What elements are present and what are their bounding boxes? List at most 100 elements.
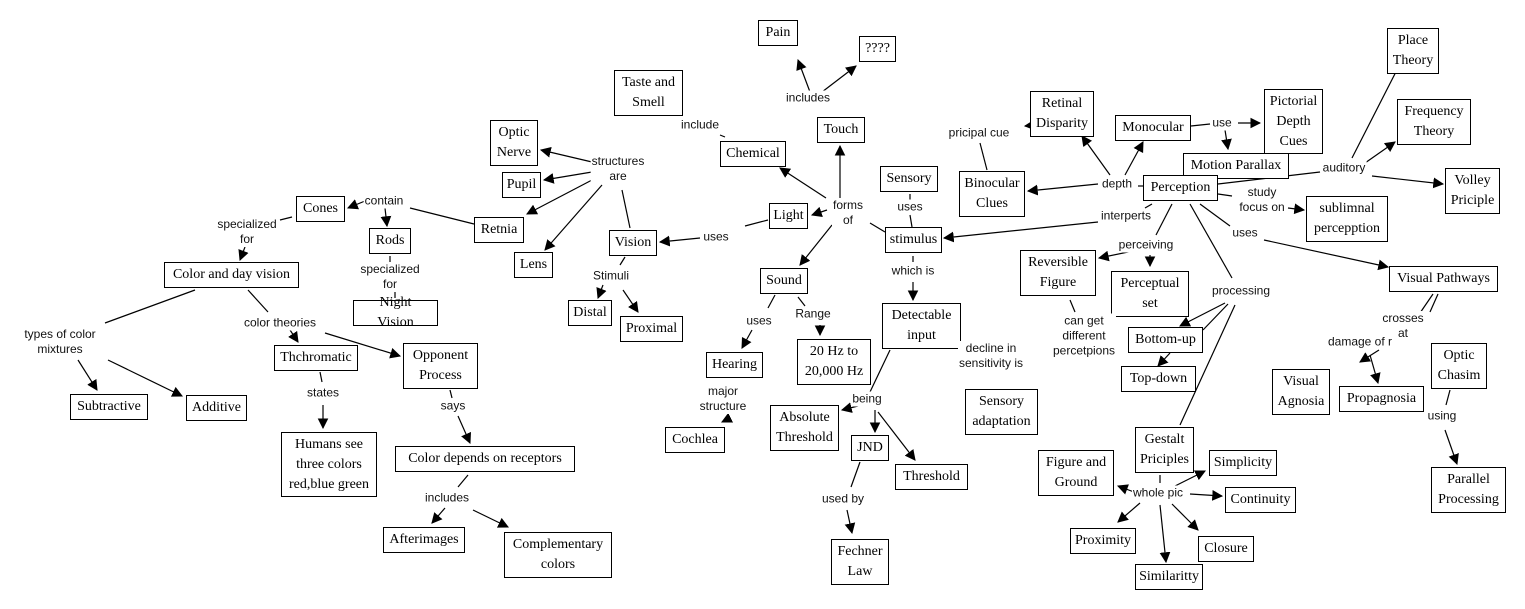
- connector-arrow: [1159, 504, 1171, 564]
- connector-arrow: [741, 329, 753, 349]
- connector-line: [1144, 203, 1153, 209]
- node-afterimages[interactable]: Afterimages: [383, 527, 465, 553]
- connector-arrow: [596, 284, 607, 300]
- link-label-processing: processing: [1210, 283, 1272, 299]
- connector-line: [869, 349, 891, 393]
- node-unknown[interactable]: ????: [859, 36, 896, 62]
- node-optic-chiasm[interactable]: Optic Chasim: [1431, 343, 1487, 389]
- node-continuity[interactable]: Continuity: [1225, 487, 1296, 513]
- link-label-which-is: which is: [890, 263, 936, 279]
- node-top-down[interactable]: Top-down: [1121, 366, 1196, 392]
- node-trichromatic[interactable]: Thchromatic: [274, 345, 358, 371]
- node-fechner-law[interactable]: Fechner Law: [831, 539, 889, 585]
- link-label-says: says: [439, 398, 467, 414]
- node-hearing[interactable]: Hearing: [706, 352, 763, 378]
- node-stimulus[interactable]: stimulus: [885, 227, 942, 253]
- node-distal[interactable]: Distal: [568, 300, 612, 326]
- node-retina[interactable]: Retnia: [474, 217, 524, 243]
- node-pain[interactable]: Pain: [758, 20, 798, 46]
- node-opponent-process[interactable]: Opponent Process: [403, 343, 478, 389]
- connector-line: [457, 474, 469, 488]
- node-gestalt-principles[interactable]: Gestalt Priciples: [1135, 427, 1194, 473]
- node-reversible-figure[interactable]: Reversible Figure: [1020, 250, 1096, 296]
- node-monocular[interactable]: Monocular: [1115, 115, 1191, 141]
- node-volley-principle[interactable]: Volley Priciple: [1445, 168, 1500, 214]
- connector-arrow: [472, 509, 509, 528]
- node-detectable-input[interactable]: Detectable input: [882, 303, 961, 349]
- node-sensory-adaptation[interactable]: Sensory adaptation: [965, 389, 1038, 435]
- connector-line: [104, 289, 196, 324]
- node-pupil[interactable]: Pupil: [502, 172, 541, 198]
- node-figure-ground[interactable]: Figure and Ground: [1038, 450, 1114, 496]
- node-visual-pathways[interactable]: Visual Pathways: [1389, 266, 1498, 292]
- connector-line: [279, 216, 293, 221]
- node-bottom-up[interactable]: Bottom-up: [1128, 327, 1203, 353]
- link-label-crosses-at: crosses at: [1381, 311, 1425, 341]
- link-label-using: using: [1426, 408, 1458, 424]
- connector-arrow: [380, 207, 392, 228]
- node-cochlea[interactable]: Cochlea: [665, 427, 725, 453]
- connector-arrow: [1171, 503, 1199, 531]
- node-perception[interactable]: Perception: [1143, 175, 1218, 201]
- link-label-forms-of: forms of: [832, 198, 864, 228]
- link-label-depth: depth: [1100, 176, 1134, 192]
- node-chemical[interactable]: Chemical: [720, 141, 786, 167]
- node-threshold[interactable]: Threshold: [895, 464, 968, 490]
- node-cones[interactable]: Cones: [296, 196, 345, 222]
- link-label-uses-perception: uses: [1231, 225, 1259, 241]
- node-place-theory[interactable]: Place Theory: [1387, 28, 1439, 74]
- node-propagnosia[interactable]: Propagnosia: [1339, 386, 1424, 412]
- node-optic-nerve[interactable]: Optic Nerve: [490, 120, 538, 166]
- connector-line: [1179, 304, 1236, 426]
- node-hz-range[interactable]: 20 Hz to 20,000 Hz: [797, 339, 871, 385]
- node-lens[interactable]: Lens: [514, 252, 553, 278]
- connector-arrow: [779, 167, 827, 199]
- node-touch[interactable]: Touch: [817, 117, 865, 143]
- node-absolute-threshold[interactable]: Absolute Threshold: [770, 405, 839, 451]
- node-simplicity[interactable]: Simplicity: [1209, 450, 1277, 476]
- connector-line: [1217, 193, 1233, 197]
- connector-line: [1189, 203, 1233, 279]
- connector-line: [247, 289, 269, 313]
- node-rods[interactable]: Rods: [369, 228, 411, 254]
- connector-arrow: [1263, 239, 1390, 271]
- node-proximal[interactable]: Proximal: [620, 316, 683, 342]
- node-pictorial-depth-cues[interactable]: Pictorial Depth Cues: [1264, 89, 1323, 154]
- node-visual-agnosia[interactable]: Visual Agnosia: [1272, 369, 1330, 415]
- node-binocular-clues[interactable]: Binocular Clues: [959, 171, 1025, 217]
- node-light[interactable]: Light: [769, 203, 808, 229]
- node-parallel-processing[interactable]: Parallel Processing: [1431, 467, 1506, 513]
- node-additive[interactable]: Additive: [186, 395, 247, 421]
- link-label-can-get: can get different percetpions: [1051, 313, 1117, 359]
- link-label-specialized-cones: specialized for: [216, 217, 278, 247]
- node-subtractive[interactable]: Subtractive: [70, 394, 148, 420]
- node-color-depends[interactable]: Color depends on receptors: [395, 446, 575, 472]
- link-label-includes-color: includes: [423, 490, 471, 506]
- node-motion-parallax[interactable]: Motion Parallax: [1183, 153, 1289, 179]
- node-taste-smell[interactable]: Taste and Smell: [614, 70, 683, 116]
- node-subliminal-perception[interactable]: sublimnal percepption: [1306, 196, 1388, 242]
- node-color-day-vision[interactable]: Color and day vision: [164, 262, 299, 288]
- node-similarity[interactable]: Similaritty: [1135, 564, 1203, 590]
- link-label-range: Range: [794, 306, 832, 322]
- node-sound[interactable]: Sound: [760, 268, 808, 294]
- link-label-types-mixtures: types of color mixtures: [23, 327, 97, 357]
- connector-line: [1445, 389, 1451, 406]
- node-complementary[interactable]: Complementary colors: [504, 532, 612, 578]
- connector-line: [1419, 293, 1434, 314]
- connector-line: [767, 294, 776, 309]
- node-jnd[interactable]: JND: [851, 435, 889, 461]
- node-night-vision[interactable]: Night Vision: [353, 295, 438, 330]
- node-retinal-disparity[interactable]: Retinal Disparity: [1030, 91, 1094, 137]
- node-frequency-theory[interactable]: Frequency Theory: [1397, 99, 1471, 145]
- connector-line: [1429, 293, 1439, 313]
- node-perceptual-set[interactable]: Perceptual set: [1111, 271, 1189, 317]
- connector-arrow: [1364, 141, 1396, 164]
- node-proximity[interactable]: Proximity: [1070, 528, 1136, 554]
- node-humans-see[interactable]: Humans see three colors red,blue green: [281, 432, 377, 497]
- link-label-stimuli: Stimuli: [591, 268, 631, 284]
- node-vision[interactable]: Vision: [609, 230, 657, 256]
- node-sensory[interactable]: Sensory: [880, 166, 938, 192]
- node-closure[interactable]: Closure: [1198, 536, 1254, 562]
- connector-arrow: [658, 235, 701, 247]
